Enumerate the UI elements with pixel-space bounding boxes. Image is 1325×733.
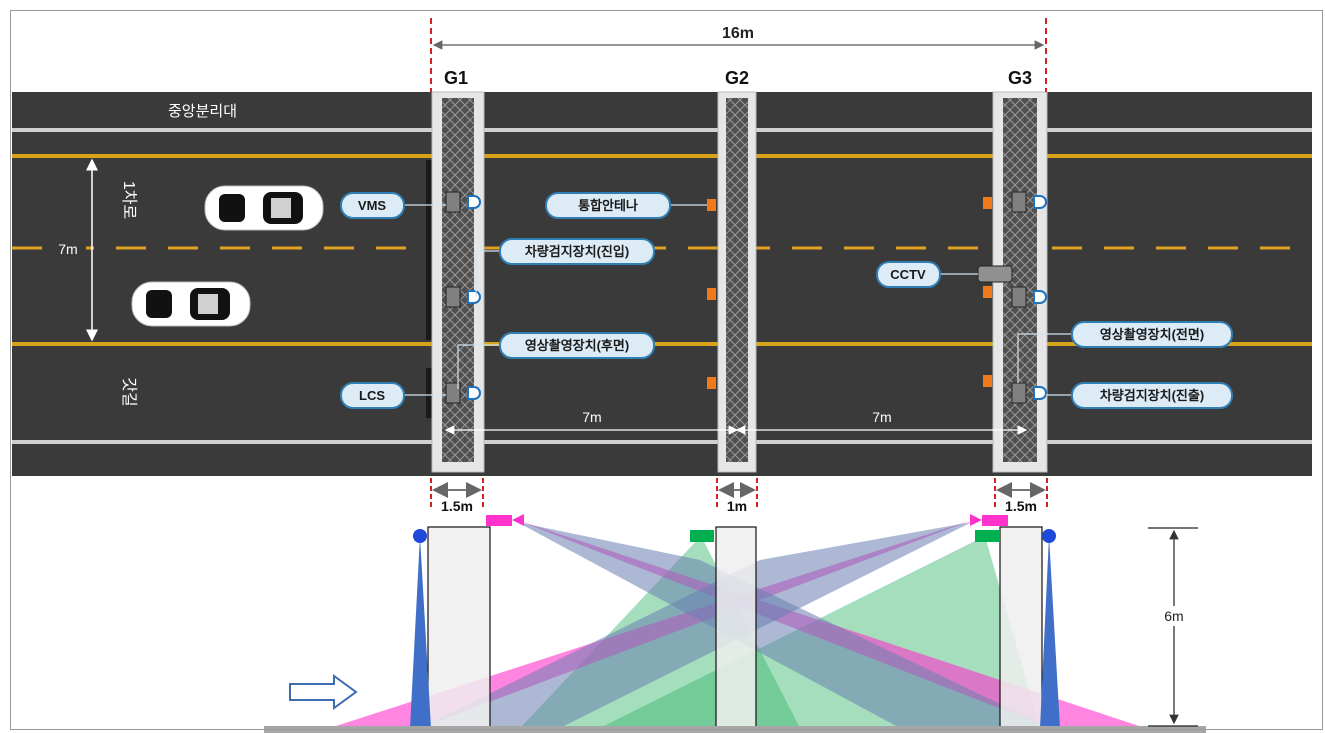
svg-text:차량검지장치(진출): 차량검지장치(진출)	[1100, 388, 1204, 403]
pillar-g3	[999, 526, 1043, 729]
g2-antennas	[707, 199, 716, 389]
road-width-label: 7m	[58, 241, 77, 257]
device-label-cctv: CCTV	[876, 261, 941, 288]
detector-head-g2	[690, 530, 714, 542]
width-label-g2: 1m	[727, 498, 747, 514]
device-label-camera-front: 영상촬영장치(전면)	[1071, 321, 1233, 348]
width-label-g3: 1.5m	[1005, 498, 1037, 514]
shoulder-label: 갓길	[120, 377, 138, 406]
gantry-label-g2: G2	[725, 68, 749, 88]
gantry-label-g1: G1	[444, 68, 468, 88]
top-dimensions: 16m G1 G2 G3	[430, 18, 1047, 92]
width-dimensions: 1.5m 1m 1.5m	[430, 478, 1048, 514]
car-lane2	[131, 281, 251, 327]
g1-devices	[445, 191, 481, 404]
vms-sign-bar	[426, 160, 434, 340]
device-label-lcs: LCS	[340, 382, 405, 409]
overlap-beam-a	[517, 522, 1050, 728]
median-label: 중앙분리대	[168, 103, 237, 120]
total-span-label: 16m	[722, 25, 754, 42]
svg-text:차량검지장치(진입): 차량검지장치(진입)	[525, 244, 629, 259]
device-label-antenna: 통합안테나	[545, 192, 671, 219]
ground-line	[264, 726, 1206, 733]
camera-head-g1	[486, 515, 512, 526]
leader-lines	[404, 204, 1072, 396]
device-label-vms: VMS	[340, 192, 405, 219]
width-label-g1: 1.5m	[441, 498, 473, 514]
sensor-g1	[413, 529, 427, 543]
g3-devices	[977, 191, 1047, 404]
height-label: 6m	[1164, 608, 1183, 624]
traffic-direction-arrow	[289, 674, 358, 710]
pillar-g1	[427, 526, 491, 729]
spacing-label-g2-g3: 7m	[872, 409, 891, 425]
gantry-label-g3: G3	[1008, 68, 1032, 88]
lcs-sign-bar	[426, 368, 434, 418]
sensor-beam-g1	[410, 536, 431, 728]
road-plan: 중앙분리대 1차로 갓길 7m	[12, 91, 1312, 476]
car-lane1	[204, 185, 324, 231]
sensor-g3	[1042, 529, 1056, 543]
overlap-beam-b	[420, 522, 972, 728]
pillar-g2	[715, 526, 757, 729]
svg-text:LCS: LCS	[359, 388, 385, 403]
svg-text:영상촬영장치(전면): 영상촬영장치(전면)	[1100, 327, 1204, 342]
svg-text:VMS: VMS	[358, 198, 387, 213]
gantry-g2-structure	[717, 91, 757, 473]
device-label-camera-rear: 영상촬영장치(후면)	[499, 332, 655, 359]
svg-text:CCTV: CCTV	[890, 267, 926, 282]
camera-head-g3	[982, 515, 1008, 526]
sensor-beam-g3	[1040, 536, 1060, 728]
device-label-detector-exit: 차량검지장치(진출)	[1071, 382, 1233, 409]
side-elevation: 6m	[264, 514, 1206, 733]
lane1-label: 1차로	[120, 181, 138, 219]
svg-text:통합안테나: 통합안테나	[578, 198, 638, 213]
spacing-label-g1-g2: 7m	[582, 409, 601, 425]
detector-head-g3	[975, 530, 999, 542]
svg-text:영상촬영장치(후면): 영상촬영장치(후면)	[525, 338, 629, 353]
device-label-detector-entry: 차량검지장치(진입)	[499, 238, 655, 265]
